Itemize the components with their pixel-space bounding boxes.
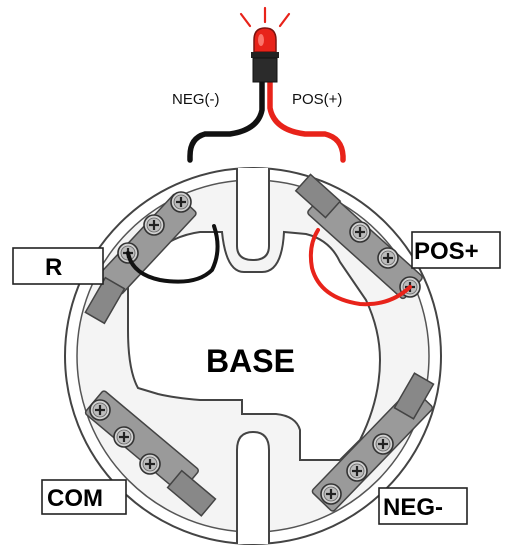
screw-terminal-icon[interactable] (319, 482, 343, 506)
screw-terminal-icon[interactable] (112, 425, 136, 449)
r-label-box: R (12, 247, 104, 285)
pos-terminal-label: POS+ (414, 238, 479, 265)
black-wire (187, 77, 265, 163)
screw-terminal-icon[interactable] (88, 398, 112, 422)
r-terminal-label: R (45, 254, 62, 281)
black-wire-inner (126, 224, 220, 284)
neg-label-box: NEG- (378, 487, 468, 525)
terminal-strip-r (84, 190, 197, 325)
terminal-strip-com (84, 390, 217, 517)
pos-label-box: POS+ (411, 231, 501, 269)
base-label: BASE (206, 343, 295, 379)
neg-terminal-label: NEG- (383, 494, 443, 521)
screw-terminal-icon[interactable] (371, 432, 395, 456)
com-terminal-label: COM (47, 485, 103, 512)
terminal-strip-pos (294, 173, 423, 300)
screw-terminal-icon[interactable] (169, 190, 193, 214)
led-indicator-icon (239, 6, 291, 83)
screw-terminal-icon[interactable] (142, 213, 166, 237)
screw-terminal-icon[interactable] (345, 459, 369, 483)
base-center-opening (127, 230, 382, 461)
screw-terminal-icon[interactable] (138, 452, 162, 476)
red-wire (267, 77, 346, 163)
bottom-mounting-slot (236, 430, 270, 544)
screw-terminal-icon[interactable] (348, 220, 372, 244)
com-label-box: COM (41, 479, 127, 515)
negative-wire-label: NEG(-) (172, 91, 220, 108)
top-mounting-slot (236, 168, 270, 262)
positive-wire-label: POS(+) (292, 91, 342, 108)
screw-terminal-icon[interactable] (376, 246, 400, 270)
terminal-strip-neg (311, 372, 435, 512)
red-wire-inner (308, 228, 412, 307)
